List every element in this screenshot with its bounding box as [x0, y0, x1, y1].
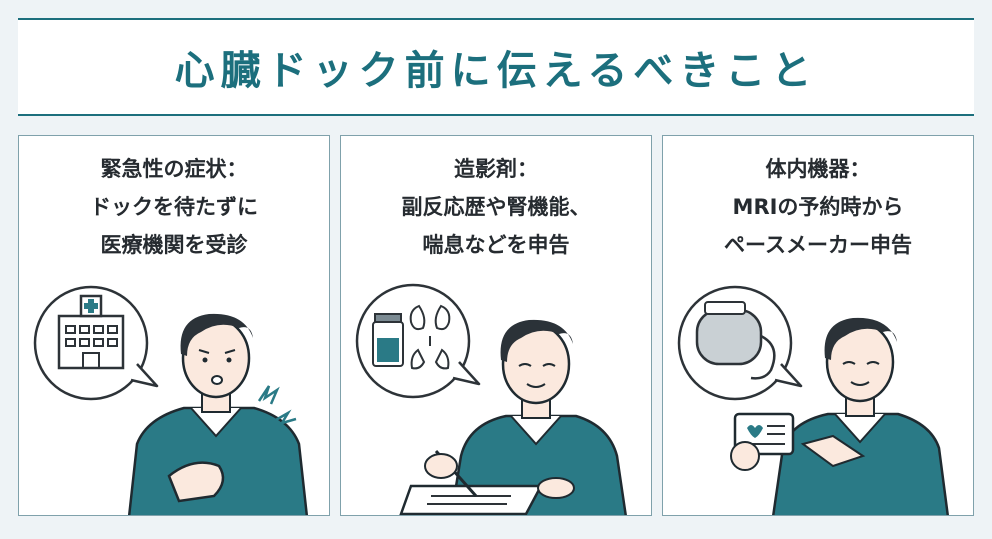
chest-pain-illustration — [33, 285, 309, 515]
pacemaker-icon — [677, 285, 803, 401]
card-line: 緊急性の症状： — [100, 157, 248, 181]
card-implanted-device: 体内機器： MRIの予約時から ペースメーカー申告 — [662, 135, 974, 516]
card-line: ペースメーカー申告 — [724, 233, 912, 257]
page-title: 心臓ドック前に伝えるべきこと — [174, 48, 818, 94]
title-banner: 心臓ドック前に伝えるべきこと — [18, 18, 974, 116]
card-caption: 体内機器： MRIの予約時から ペースメーカー申告 — [663, 150, 973, 264]
card-line: MRIの予約時から — [732, 195, 904, 219]
worried-man — [127, 313, 309, 515]
pacemaker-card-illustration — [677, 285, 949, 515]
card-urgent-symptoms: 緊急性の症状： ドックを待たずに 医療機関を受診 — [18, 135, 330, 516]
card-caption: 緊急性の症状： ドックを待たずに 医療機関を受診 — [19, 150, 329, 264]
man-holding-card — [730, 317, 949, 515]
card-line: ドックを待たずに — [90, 195, 258, 219]
writing-man — [399, 319, 627, 515]
medicine-kidney-lungs-icon — [355, 283, 481, 399]
writing-form-illustration — [355, 283, 627, 515]
card-line: 医療機関を受診 — [100, 233, 248, 257]
card-contrast-agent: 造影剤： 副反応歴や腎機能、 喘息などを申告 — [340, 135, 652, 516]
card-line: 喘息などを申告 — [422, 233, 570, 257]
card-line: 副反応歴や腎機能、 — [401, 195, 591, 219]
card-line: 造影剤： — [454, 157, 538, 181]
card-line: 体内機器： — [765, 157, 871, 181]
card-caption: 造影剤： 副反応歴や腎機能、 喘息などを申告 — [341, 150, 651, 264]
hospital-icon — [33, 285, 159, 401]
